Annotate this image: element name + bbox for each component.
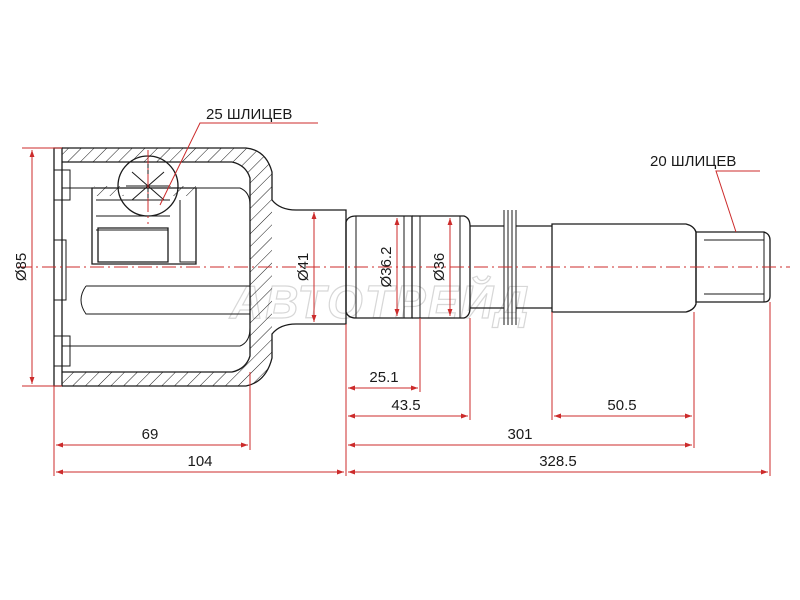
- dim-43-5: 43.5: [391, 397, 420, 414]
- leader-right-splines: [715, 170, 760, 233]
- dim-neck-diameter: Ø41: [295, 253, 312, 281]
- dim-328-5: 328.5: [539, 453, 577, 470]
- shaft-spline-end: [695, 231, 771, 303]
- shaft-body: [551, 223, 697, 313]
- joint-housing: [53, 147, 347, 387]
- watermark-text: АВТОТРЕЙД: [229, 276, 531, 328]
- label-left-splines: 25 ШЛИЦЕВ: [206, 106, 292, 123]
- dim-seat-2-diameter: Ø36: [431, 253, 448, 281]
- housing-wall-top-hatch: [62, 148, 272, 210]
- leader-left-splines: [159, 122, 318, 206]
- dim-housing-diameter: Ø85: [13, 253, 30, 281]
- dim-50-5: 50.5: [607, 397, 636, 414]
- dimensions: Ø85 Ø41 Ø36.2 Ø36 25.1 43.5 50.5 69: [13, 122, 771, 476]
- dim-25-1: 25.1: [369, 369, 398, 386]
- housing-end-hatch: [250, 210, 272, 322]
- label-right-splines: 20 ШЛИЦЕВ: [650, 153, 736, 170]
- tripod-assembly: [91, 155, 197, 265]
- dim-104: 104: [187, 453, 212, 470]
- dim-seat-1-diameter: Ø36.2: [378, 247, 395, 288]
- dim-301: 301: [507, 426, 532, 443]
- dim-69: 69: [142, 426, 159, 443]
- housing-wall-bottom-hatch: [62, 322, 272, 386]
